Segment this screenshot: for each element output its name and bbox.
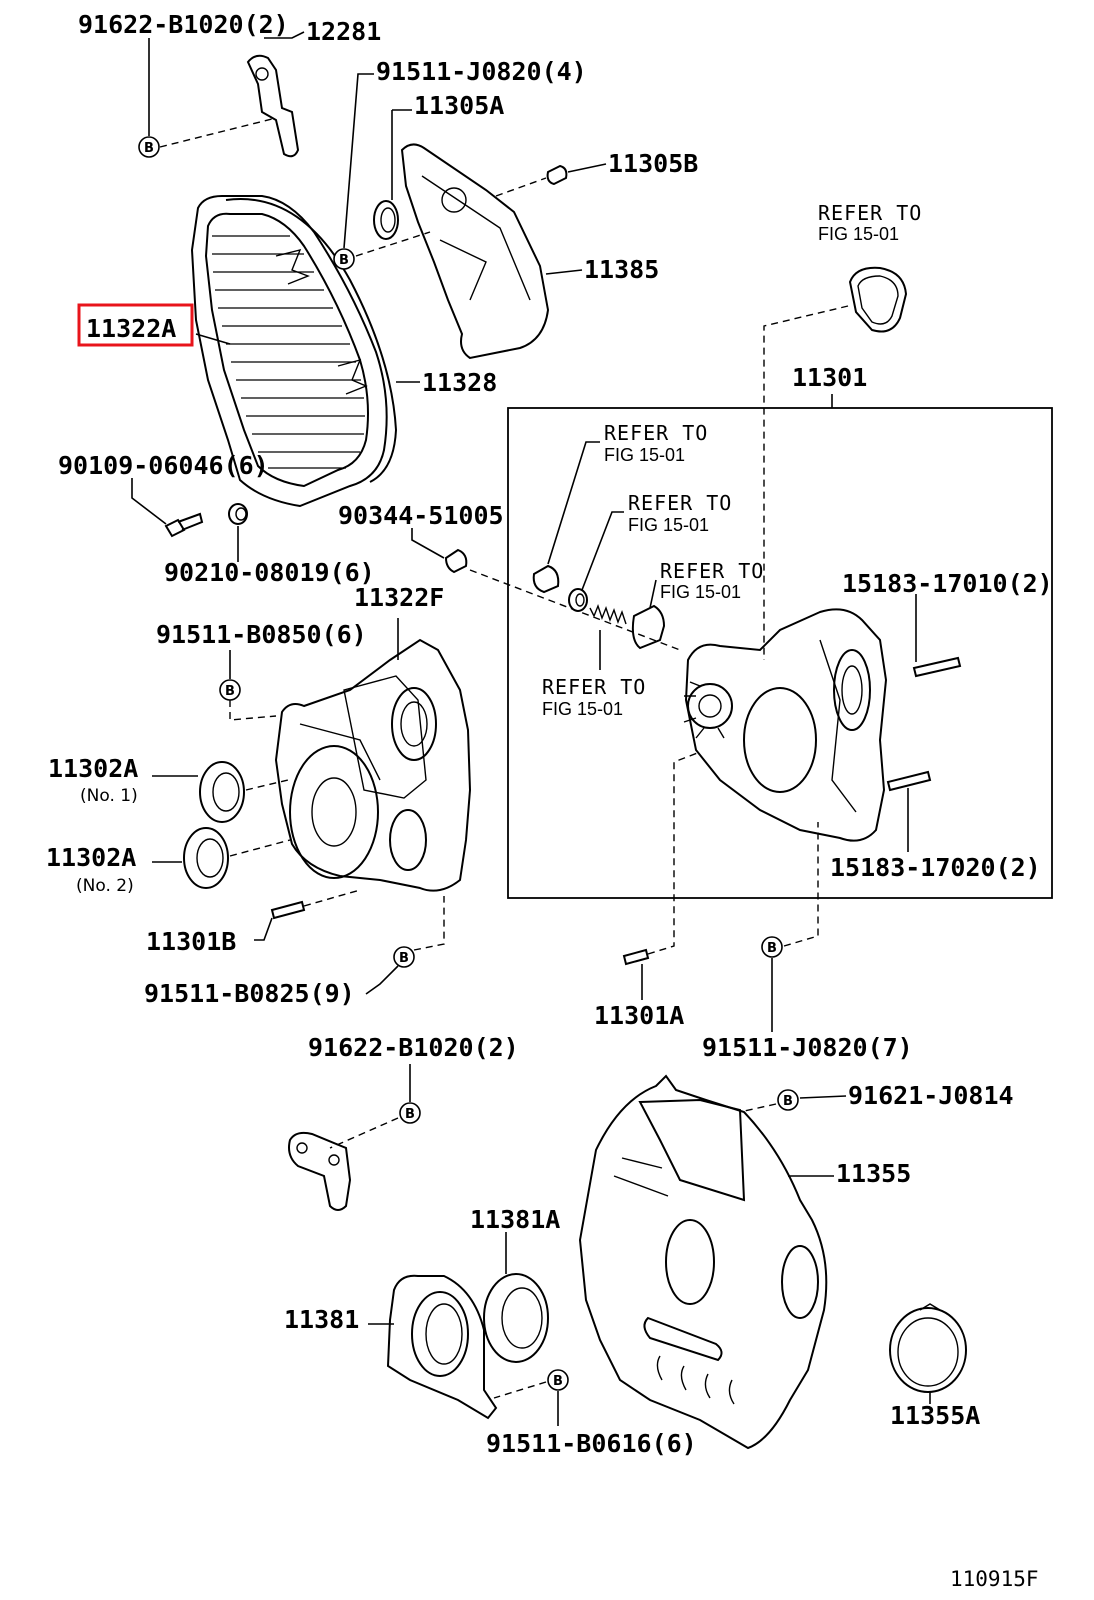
callout-15183-17020: 15183-17020(2) <box>830 853 1041 882</box>
bracket-12281 <box>246 54 300 158</box>
pin-11301b <box>270 900 306 920</box>
svg-text:B: B <box>767 941 777 956</box>
callout-11305b: 11305B <box>608 149 698 178</box>
callout-15183-17010: 15183-17010(2) <box>842 569 1053 598</box>
gasket-11328 <box>225 198 398 483</box>
refer-note-1-line1: REFER TO <box>818 201 922 225</box>
callout-91511-b0825: 91511-B0825(9) <box>144 979 355 1008</box>
svg-text:B: B <box>225 684 235 699</box>
callout-11302a-no2: 11302A <box>46 843 136 872</box>
callout-11385: 11385 <box>584 255 659 284</box>
bolt-symbol-j0820-7: B <box>761 936 783 958</box>
highlight-box-11322a <box>77 303 194 347</box>
callout-91511-b0850: 91511-B0850(6) <box>156 620 367 649</box>
refer-note-1-line2: FIG 15-01 <box>818 224 899 244</box>
bolt-90109 <box>164 512 204 538</box>
cover-11355a <box>889 1303 967 1393</box>
cover-11385 <box>400 143 550 360</box>
refer-note-5-line2: FIG 15-01 <box>542 699 623 719</box>
figure-number: 110915F <box>950 1567 1039 1591</box>
seal-11302a-no1 <box>199 761 245 823</box>
stud-15183-17020 <box>886 770 932 792</box>
callout-11301: 11301 <box>792 363 867 392</box>
bolt-symbol-b0825: B <box>393 946 415 968</box>
refer-note-3-line2: FIG 15-01 <box>628 515 709 535</box>
spring-and-plunger <box>589 603 666 650</box>
bolt-symbol-b0850: B <box>219 679 241 701</box>
grommet-90210 <box>228 503 248 525</box>
callout-11381: 11381 <box>284 1305 359 1334</box>
bolt-symbol-j0814: B <box>777 1089 799 1111</box>
bolt-symbol-bottom-bracket: B <box>399 1102 421 1124</box>
refer-note-2-line1: REFER TO <box>604 421 708 445</box>
callout-90109: 90109-06046(6) <box>58 451 269 480</box>
note-no1: (No. 1) <box>80 786 138 806</box>
callout-91621-j0814: 91621-J0814 <box>848 1081 1014 1110</box>
callout-11322a: 11322A <box>86 314 176 343</box>
stud-15183-17010 <box>912 656 962 678</box>
refer-note-5-line1: REFER TO <box>542 675 646 699</box>
seal-11305a <box>373 200 399 240</box>
plate-11355 <box>578 1074 828 1450</box>
callout-91511-j0820-4: 91511-J0820(4) <box>376 57 587 86</box>
svg-text:B: B <box>339 253 349 268</box>
plug-90344 <box>444 548 468 574</box>
svg-text:B: B <box>553 1374 563 1389</box>
plug-11305b <box>546 164 568 186</box>
callout-11328: 11328 <box>422 368 497 397</box>
bracket-bottom <box>288 1131 352 1211</box>
callout-11322f: 11322F <box>354 583 444 612</box>
callout-11301b: 11301B <box>146 927 236 956</box>
case-11322f <box>274 638 472 892</box>
bolt-symbol-j0820-4: B <box>333 248 355 270</box>
washer-refer-3 <box>568 588 588 612</box>
callout-91511-j0820-7: 91511-J0820(7) <box>702 1033 913 1062</box>
callout-91511-b0616: 91511-B0616(6) <box>486 1429 697 1458</box>
pin-11301a <box>622 948 650 966</box>
svg-text:B: B <box>144 141 154 156</box>
callout-91622-b1020-bottom: 91622-B1020(2) <box>308 1033 519 1062</box>
seal-11381a <box>483 1273 549 1363</box>
refer-note-4-line1: REFER TO <box>660 559 764 583</box>
seal-11302a-no2 <box>183 827 229 889</box>
callout-11381a: 11381A <box>470 1205 560 1234</box>
note-no2: (No. 2) <box>76 876 134 896</box>
bolt-symbol-top: B <box>138 136 160 158</box>
bolt-symbol-b0616: B <box>547 1369 569 1391</box>
case-11301 <box>683 608 888 842</box>
plug-refer-2 <box>532 564 560 594</box>
callout-11301a: 11301A <box>594 1001 684 1030</box>
case-11301-group-box <box>507 407 1053 899</box>
retainer-11381 <box>386 1274 498 1420</box>
svg-text:B: B <box>399 951 409 966</box>
callout-11305a: 11305A <box>414 91 504 120</box>
refer-note-2-line2: FIG 15-01 <box>604 445 685 465</box>
callout-12281: 12281 <box>306 17 381 46</box>
callout-11302a-no1: 11302A <box>48 754 138 783</box>
callout-90344: 90344-51005 <box>338 501 504 530</box>
cover-11322a <box>190 195 388 508</box>
refer-note-4-line2: FIG 15-01 <box>660 582 741 602</box>
cover-ribs <box>212 235 365 469</box>
callout-91622-b1020-top: 91622-B1020(2) <box>78 10 289 39</box>
svg-text:B: B <box>783 1094 793 1109</box>
callout-11355: 11355 <box>836 1159 911 1188</box>
refer-note-3-line1: REFER TO <box>628 491 732 515</box>
gasket-refer-top <box>848 266 908 333</box>
callout-90210: 90210-08019(6) <box>164 558 375 587</box>
callout-11355a: 11355A <box>890 1401 980 1430</box>
svg-text:B: B <box>405 1107 415 1122</box>
